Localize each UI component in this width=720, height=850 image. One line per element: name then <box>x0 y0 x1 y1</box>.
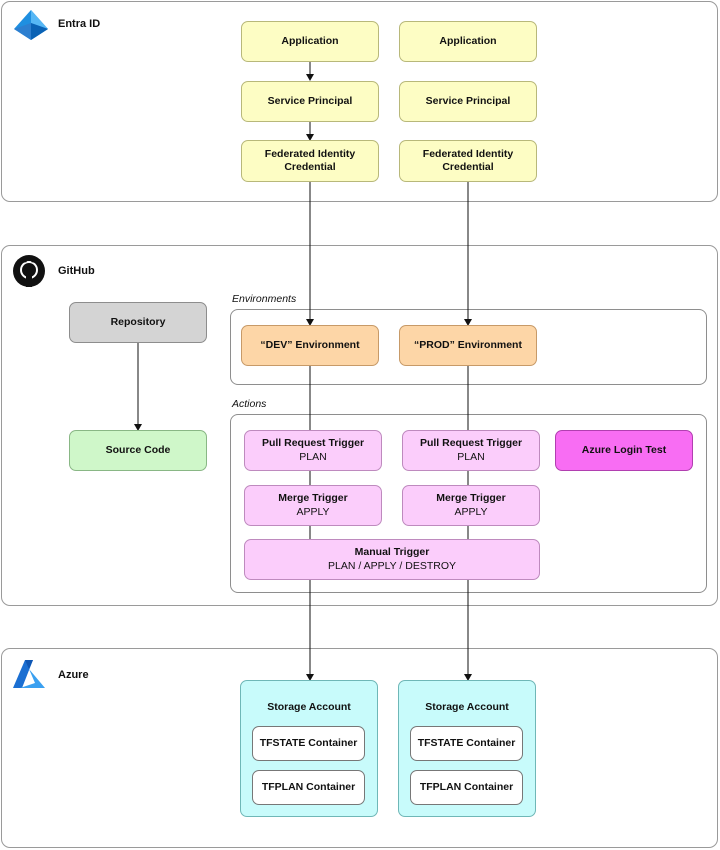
pull-request-trigger-node-prod[interactable]: Pull Request Trigger PLAN <box>402 430 540 471</box>
tfstate-container-label: TFSTATE Container <box>417 736 516 749</box>
merge-trigger-title: Merge Trigger <box>278 492 348 505</box>
pull-request-trigger-node-dev[interactable]: Pull Request Trigger PLAN <box>244 430 382 471</box>
github-title: GitHub <box>58 265 95 277</box>
manual-trigger-sub: PLAN / APPLY / DESTROY <box>328 559 456 572</box>
azure-login-test-label: Azure Login Test <box>581 443 667 456</box>
pr-trigger-title: Pull Request Trigger <box>261 437 365 450</box>
source-code-label: Source Code <box>105 443 171 456</box>
pr-trigger-sub: PLAN <box>299 450 327 463</box>
azure-title: Azure <box>58 669 89 681</box>
tfplan-container-label: TFPLAN Container <box>261 780 356 793</box>
tfplan-container-node-prod[interactable]: TFPLAN Container <box>410 770 523 805</box>
manual-trigger-node[interactable]: Manual Trigger PLAN / APPLY / DESTROY <box>244 539 540 580</box>
application-node-prod[interactable]: Application <box>399 21 537 62</box>
fic-label-line1: Federated Identity <box>422 147 514 160</box>
tfstate-container-node-prod[interactable]: TFSTATE Container <box>410 726 523 761</box>
prod-environment-node[interactable]: “PROD” Environment <box>399 325 537 366</box>
fic-label-line1: Federated Identity <box>264 147 356 160</box>
actions-label: Actions <box>232 398 267 410</box>
service-principal-node-dev[interactable]: Service Principal <box>241 81 379 122</box>
azure-logo-icon <box>13 660 45 688</box>
entra-id-title: Entra ID <box>58 18 101 30</box>
fic-label-line2: Credential <box>442 161 494 173</box>
azure-login-test-node[interactable]: Azure Login Test <box>555 430 693 471</box>
merge-trigger-sub: APPLY <box>454 505 488 518</box>
federated-identity-credential-node-dev[interactable]: Federated Identity Credential <box>241 140 379 182</box>
merge-trigger-node-prod[interactable]: Merge Trigger APPLY <box>402 485 540 526</box>
service-principal-label: Service Principal <box>425 94 511 107</box>
repository-label: Repository <box>110 315 166 328</box>
federated-identity-credential-node-prod[interactable]: Federated Identity Credential <box>399 140 537 182</box>
pr-trigger-title: Pull Request Trigger <box>419 437 523 450</box>
dev-environment-node[interactable]: “DEV” Environment <box>241 325 379 366</box>
application-label: Application <box>281 34 339 47</box>
repository-node[interactable]: Repository <box>69 302 207 343</box>
service-principal-node-prod[interactable]: Service Principal <box>399 81 537 122</box>
prod-environment-label: “PROD” Environment <box>414 338 522 351</box>
tfplan-container-node-dev[interactable]: TFPLAN Container <box>252 770 365 805</box>
environments-label: Environments <box>232 293 297 305</box>
merge-trigger-node-dev[interactable]: Merge Trigger APPLY <box>244 485 382 526</box>
fic-label-line2: Credential <box>284 161 336 173</box>
tfstate-container-node-dev[interactable]: TFSTATE Container <box>252 726 365 761</box>
storage-account-label: Storage Account <box>267 701 351 713</box>
service-principal-label: Service Principal <box>267 94 353 107</box>
tfplan-container-label: TFPLAN Container <box>419 780 514 793</box>
merge-trigger-sub: APPLY <box>296 505 330 518</box>
source-code-node[interactable]: Source Code <box>69 430 207 471</box>
entra-id-logo-icon <box>14 10 48 40</box>
application-label: Application <box>439 34 497 47</box>
manual-trigger-title: Manual Trigger <box>354 546 430 559</box>
dev-environment-label: “DEV” Environment <box>260 338 360 351</box>
tfstate-container-label: TFSTATE Container <box>259 736 358 749</box>
application-node-dev[interactable]: Application <box>241 21 379 62</box>
pr-trigger-sub: PLAN <box>457 450 485 463</box>
merge-trigger-title: Merge Trigger <box>436 492 506 505</box>
github-logo-icon <box>13 255 45 287</box>
storage-account-label: Storage Account <box>425 701 509 713</box>
